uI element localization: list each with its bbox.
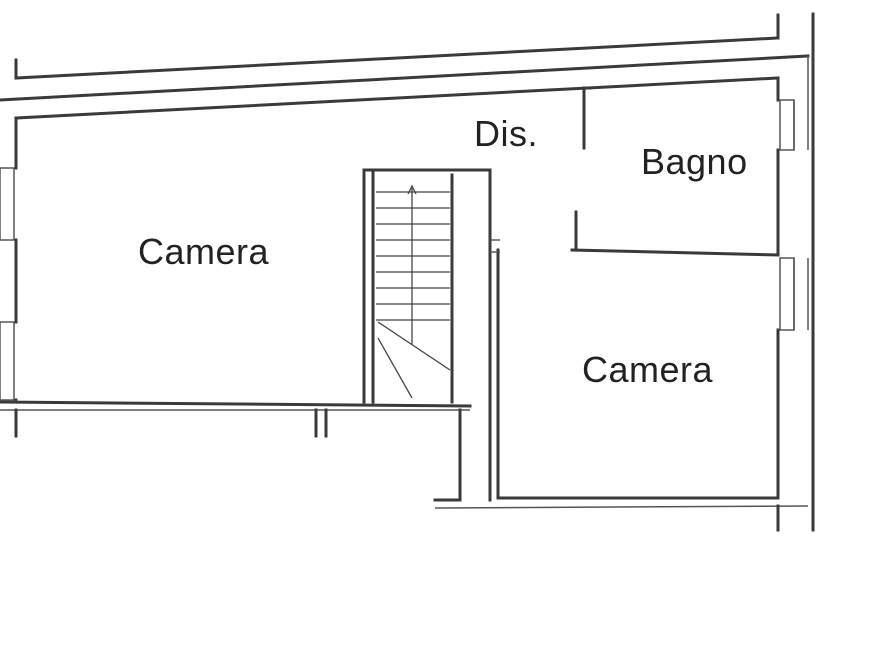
stair-arrow bbox=[377, 184, 451, 399]
right-exterior-wall bbox=[776, 12, 815, 532]
bagno-walls bbox=[570, 86, 780, 257]
room-label-camera-right: Camera bbox=[582, 349, 714, 390]
top-walls bbox=[0, 13, 810, 120]
room-label-bagno: Bagno bbox=[641, 141, 748, 182]
corridor-walls bbox=[488, 168, 500, 502]
room-label-camera-left: Camera bbox=[138, 231, 270, 272]
window-left-upper bbox=[0, 167, 15, 241]
window-left-lower bbox=[0, 321, 15, 401]
room-label-dis: Dis. bbox=[474, 113, 538, 154]
left-room-walls bbox=[0, 116, 472, 438]
window-camera-right bbox=[779, 257, 809, 331]
stair-enclosure bbox=[362, 168, 492, 502]
stair-treads bbox=[376, 191, 450, 321]
window-bagno bbox=[779, 99, 809, 151]
bottom-right-walls bbox=[434, 496, 809, 532]
